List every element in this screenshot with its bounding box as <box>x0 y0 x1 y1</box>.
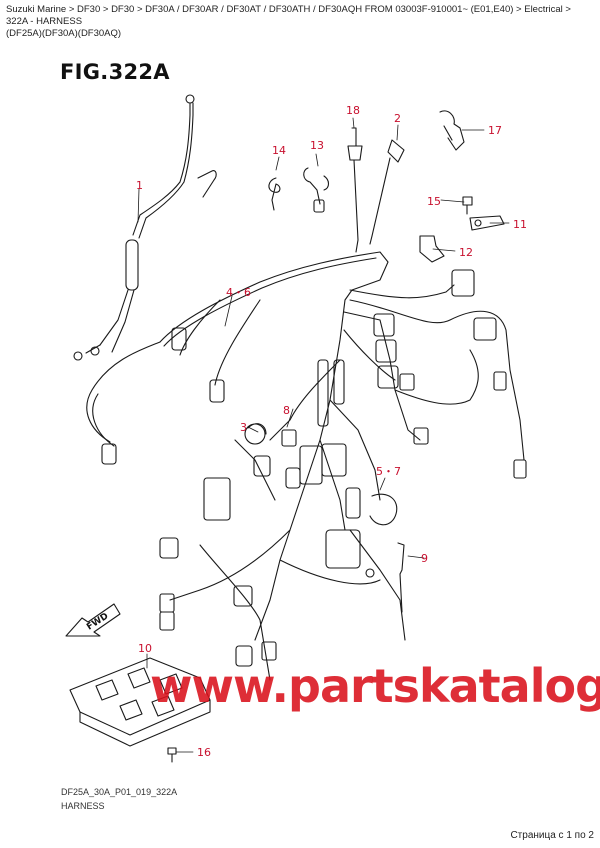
main-harness-part[interactable] <box>86 251 525 681</box>
breadcrumb-path[interactable]: Suzuki Marine > DF30 > DF30 > DF30A / DF… <box>6 4 571 27</box>
callout-17[interactable]: 17 <box>488 124 502 137</box>
connector-group[interactable] <box>101 269 527 667</box>
figure-name: HARNESS <box>61 801 105 811</box>
callout-9[interactable]: 9 <box>421 552 428 565</box>
terminal-part-11[interactable] <box>469 215 505 231</box>
clamp-part-12[interactable] <box>419 235 445 263</box>
callout-5-7[interactable]: 5・7 <box>376 465 401 478</box>
figure-title: FIG.322A <box>60 60 170 84</box>
callout-4-6[interactable]: 4・6 <box>226 286 251 299</box>
figure-code: DF25A_30A_P01_019_322A <box>61 787 178 797</box>
watermark-text: www.partskatalog.ru <box>150 659 600 713</box>
callout-labels: 1 2 3 4・6 5・7 8 9 10 11 12 13 14 15 16 1… <box>136 104 527 759</box>
callout-18[interactable]: 18 <box>346 104 360 117</box>
page-indicator: Страница с 1 по 2 <box>510 830 594 841</box>
battery-cable-part[interactable] <box>73 94 217 361</box>
callout-3[interactable]: 3 <box>240 421 247 434</box>
fwd-arrow-icon <box>65 603 121 637</box>
callout-2[interactable]: 2 <box>394 112 401 125</box>
tie-part-2[interactable] <box>369 139 405 245</box>
callout-12[interactable]: 12 <box>459 246 473 259</box>
bracket-part-10[interactable] <box>69 657 211 747</box>
callout-15[interactable]: 15 <box>427 195 441 208</box>
callout-10[interactable]: 10 <box>138 642 152 655</box>
holder-part-13[interactable] <box>303 167 330 213</box>
breadcrumb: Suzuki Marine > DF30 > DF30 > DF30A / DF… <box>6 4 594 40</box>
screw-part-16[interactable] <box>167 747 177 763</box>
bolt-part-15[interactable] <box>462 196 473 215</box>
clamp-part-17[interactable] <box>439 110 465 151</box>
breadcrumb-models: (DF25A)(DF30A)(DF30AQ) <box>6 28 122 39</box>
leader-lines <box>137 117 510 753</box>
callout-8[interactable]: 8 <box>283 404 290 417</box>
callout-1[interactable]: 1 <box>136 179 143 192</box>
callout-16[interactable]: 16 <box>197 746 211 759</box>
clip-part-14[interactable] <box>268 177 281 211</box>
callout-11[interactable]: 11 <box>513 218 527 231</box>
callout-14[interactable]: 14 <box>272 144 286 157</box>
callout-13[interactable]: 13 <box>310 139 324 152</box>
tie-part-18[interactable] <box>347 127 363 253</box>
